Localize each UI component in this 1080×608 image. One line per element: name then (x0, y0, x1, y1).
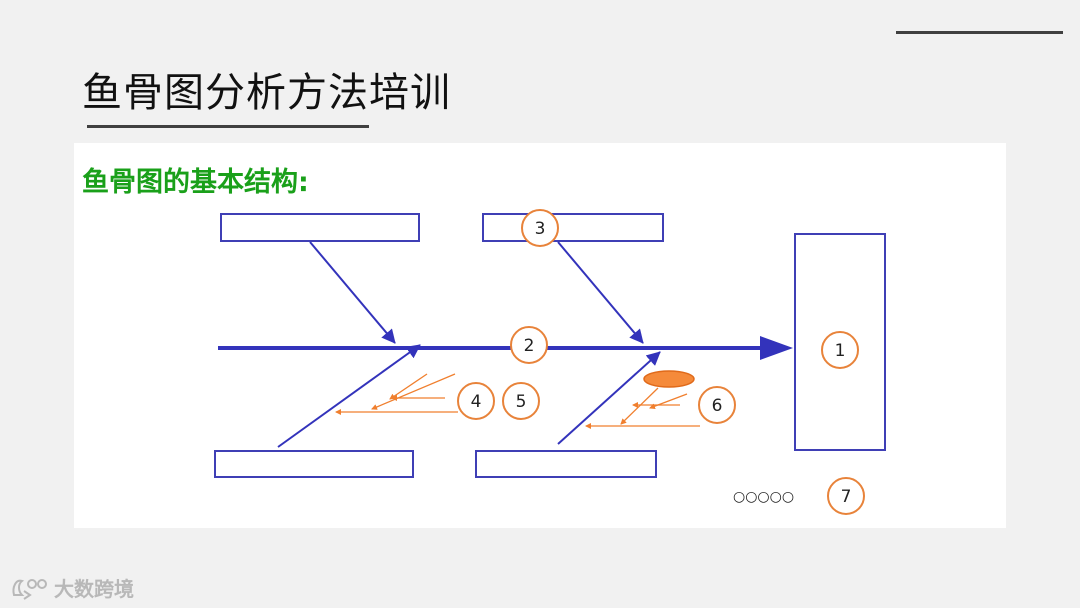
bone-top-left (309, 241, 396, 344)
label-circle-3: 3 (521, 209, 559, 247)
slide-title: 鱼骨图分析方法培训 (82, 70, 451, 116)
label-circle-1: 1 (821, 331, 859, 369)
bone-bottom-left (277, 344, 421, 448)
label-circle-6: 6 (698, 386, 736, 424)
category-box-bottom-left (214, 450, 414, 478)
logo-icon (12, 578, 47, 600)
top-right-rule (896, 31, 1063, 34)
svg-text:2: 2 (524, 336, 535, 356)
svg-text:5: 5 (516, 392, 527, 412)
label-circle-4: 4 (457, 382, 495, 420)
svg-text:7: 7 (841, 487, 852, 507)
watermark: 大数跨境 (10, 573, 134, 602)
category-box-bottom-middle (475, 450, 657, 478)
watermark-text: 大数跨境 (54, 577, 134, 601)
highlight-ellipse (643, 370, 695, 388)
bone-bottom-middle (557, 351, 661, 445)
title-underline (87, 125, 369, 128)
svg-text:4: 4 (471, 392, 482, 412)
category-box-top-middle (482, 213, 664, 242)
svg-text:6: 6 (712, 396, 723, 416)
spine-arrowhead (760, 336, 793, 360)
label-circle-2: 2 (510, 326, 548, 364)
continuation-ellipsis: ○○○○○ (733, 489, 795, 505)
label-circle-5: 5 (502, 382, 540, 420)
small-bones-middle (585, 387, 700, 429)
svg-text:1: 1 (835, 341, 846, 361)
category-box-top-left (220, 213, 420, 242)
bone-top-middle (557, 241, 644, 344)
label-circle-7: 7 (827, 477, 865, 515)
small-bones-left (335, 373, 458, 415)
svg-text:3: 3 (535, 219, 546, 239)
section-subtitle: 鱼骨图的基本结构: (82, 167, 309, 198)
